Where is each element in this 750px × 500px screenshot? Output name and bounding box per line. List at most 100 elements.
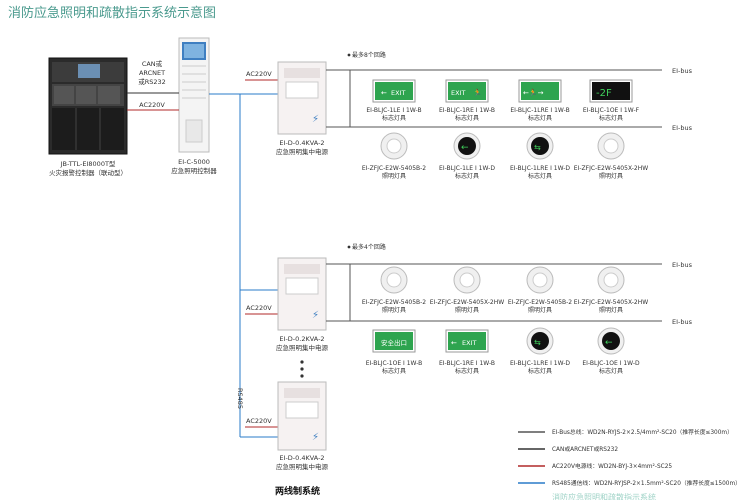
bus-label-1b: EI-bus [672, 124, 693, 132]
svg-text:⚡: ⚡ [312, 432, 319, 443]
floor-sign: -2F [589, 79, 633, 103]
rs485-lines [209, 93, 278, 438]
legend-item-bus: EI-Bus总线：WD2N-RYJS-2×2.5/4mm²-SC20（推荐长度≤… [552, 428, 733, 436]
link-ac220-label: AC220V [139, 101, 165, 109]
ceiling-light-icon [380, 266, 408, 294]
g1-bot-name-2: 标志灯具 [455, 172, 479, 180]
ceiling-light-icon [380, 132, 408, 160]
g2-bot-model-2: EI-BLJC-1RE I 1W-B [439, 360, 495, 367]
exit-sign-left: ← EXIT [445, 329, 489, 353]
circuit-note-2: 最多4个回路 [352, 243, 386, 251]
svg-text:←: ← [381, 89, 387, 97]
round-sign-left-icon: ← [597, 327, 625, 355]
ceiling-light-icon [597, 266, 625, 294]
g2-bot-name-4: 标志灯具 [599, 367, 623, 375]
svg-text:⚡: ⚡ [312, 114, 319, 125]
footer-watermark-text: 消防应急照明和疏散指示系统 [552, 492, 656, 500]
g2-top-model-3: EI-ZFJC-E2W-5405B-2 [508, 299, 572, 306]
svg-text:←: ← [451, 339, 457, 347]
circuit-note-1: 最多8个回路 [352, 51, 386, 59]
ceiling-light-icon [597, 132, 625, 160]
g1-bot-name-1: 照明灯具 [382, 172, 406, 180]
g2-top-name-3: 照明灯具 [528, 306, 552, 314]
fire-alarm-controller [48, 57, 128, 155]
g2-top-model-4: EI-ZFJC-E2W-5405X-2HW [574, 299, 648, 306]
svg-text:←: ← [461, 143, 469, 153]
g1-bot-model-3: EI-BLJC-1LRE I 1W-D [510, 165, 570, 172]
legend-item-can: CAN或ARCNET或RS232 [552, 445, 618, 453]
g2-bot-model-4: EI-BLJC-1OE I 1W-D [582, 360, 640, 367]
g2-top-model-1: EI-ZFJC-E2W-5405B-2 [362, 299, 426, 306]
g1-bot-name-3: 标志灯具 [528, 172, 552, 180]
ac220-psu3-label: AC220V [246, 417, 272, 425]
g2-bot-model-1: EI-BLJC-1OE I 1W-B [366, 360, 423, 367]
power-supply-1: ⚡ [277, 61, 327, 135]
psu2-name: 应急照明集中电源 [276, 343, 329, 352]
g1-top-model-2: EI-BLJC-1RE I 1W-B [439, 107, 495, 114]
svg-text:🏃: 🏃 [473, 88, 482, 97]
psu1-name: 应急照明集中电源 [276, 147, 329, 156]
link-rs232-label: 或RS232 [138, 77, 166, 86]
controller-model: JB-TTL-EI8000T型 [60, 159, 116, 168]
svg-text:⇆: ⇆ [534, 143, 541, 152]
ellipsis-dots [300, 360, 304, 378]
round-sign-lr-icon: ⇆ [526, 327, 554, 355]
power-supply-3: ⚡ [277, 381, 327, 451]
psu2-model: EI-D-0.2KVA-2 [279, 335, 324, 343]
ceiling-light-icon [453, 266, 481, 294]
ac220-psu1-label: AC220V [246, 70, 272, 78]
g1-top-name-4: 标志灯具 [599, 114, 623, 122]
svg-text:⇆: ⇆ [534, 338, 541, 347]
ac220-psu2-label: AC220V [246, 304, 272, 312]
psu1-model: EI-D-0.4KVA-2 [279, 139, 324, 147]
link-can-label: CAN或 [142, 59, 163, 68]
g1-top-model-4: EI-BLJC-1OE I 1W-F [583, 107, 640, 114]
g1-bot-name-4: 照明灯具 [599, 172, 623, 180]
legend-item-rs485: RS485通信线：WD2N-RYJSP-2×1.5mm²-SC20（推荐长度≤1… [552, 479, 741, 487]
psu3-name: 应急照明集中电源 [276, 462, 329, 471]
g1-bot-model-4: EI-ZFJC-E2W-5405X-2HW [574, 165, 648, 172]
link-arcnet-label: ARCNET [139, 69, 165, 77]
g1-top-name-2: 标志灯具 [455, 114, 479, 122]
ceiling-light-icon [526, 266, 554, 294]
system-label: 两线制系统 [275, 485, 320, 497]
g2-top-name-4: 照明灯具 [599, 306, 623, 314]
g1-top-model-3: EI-BLJC-1LRE I 1W-B [510, 107, 569, 114]
bullet-dot [347, 245, 351, 249]
g2-top-model-2: EI-ZFJC-E2W-5405X-2HW [430, 299, 504, 306]
round-sign-lr-icon: ⇆ [526, 132, 554, 160]
psu3-model: EI-D-0.4KVA-2 [279, 454, 324, 462]
legend: EI-Bus总线：WD2N-RYJS-2×2.5/4mm²-SC20（推荐长度≤… [518, 428, 741, 487]
g2-bot-model-3: EI-BLJC-1LRE I 1W-D [510, 360, 570, 367]
exit-sign-left: ← EXIT [372, 79, 416, 103]
bus-label-2a: EI-bus [672, 261, 693, 269]
svg-text:EXIT: EXIT [462, 339, 476, 347]
power-supply-2: ⚡ [277, 257, 327, 331]
exit-sign-right: EXIT 🏃 [445, 79, 489, 103]
g2-bot-name-2: 标志灯具 [455, 367, 479, 375]
rs485-label: RS485 [236, 388, 244, 409]
svg-text:⚡: ⚡ [312, 310, 319, 321]
g2-bot-name-1: 标志灯具 [382, 367, 406, 375]
svg-text:←: ← [605, 338, 613, 348]
page-title: 消防应急照明和疏散指示系统示意图 [8, 5, 216, 21]
lighting-controller-cabinet [178, 37, 210, 153]
g1-bot-model-2: EI-BLJC-1LE I 1W-D [439, 165, 495, 172]
lighting-controller-name: 应急照明控制器 [171, 166, 217, 175]
g1-top-name-1: 标志灯具 [382, 114, 406, 122]
lighting-controller-model: EI-C-5000 [178, 158, 210, 166]
round-sign-left-icon: ← [453, 132, 481, 160]
svg-text:EXIT: EXIT [451, 89, 465, 97]
legend-item-ac220: AC220V电源线：WD2N-BYJ-3×4mm²-SC25 [552, 462, 672, 470]
g2-top-name-2: 照明灯具 [455, 306, 479, 314]
safe-exit-sign: 安全出口 [372, 329, 416, 353]
g2-top-name-1: 照明灯具 [382, 306, 406, 314]
svg-text:-2F: -2F [596, 88, 612, 99]
bullet-dot [347, 53, 351, 57]
svg-text:←🏃→: ←🏃→ [523, 88, 544, 97]
svg-text:EXIT: EXIT [391, 89, 405, 97]
g1-top-name-3: 标志灯具 [528, 114, 552, 122]
bus-label-2b: EI-bus [672, 318, 693, 326]
g2-bot-name-3: 标志灯具 [528, 367, 552, 375]
